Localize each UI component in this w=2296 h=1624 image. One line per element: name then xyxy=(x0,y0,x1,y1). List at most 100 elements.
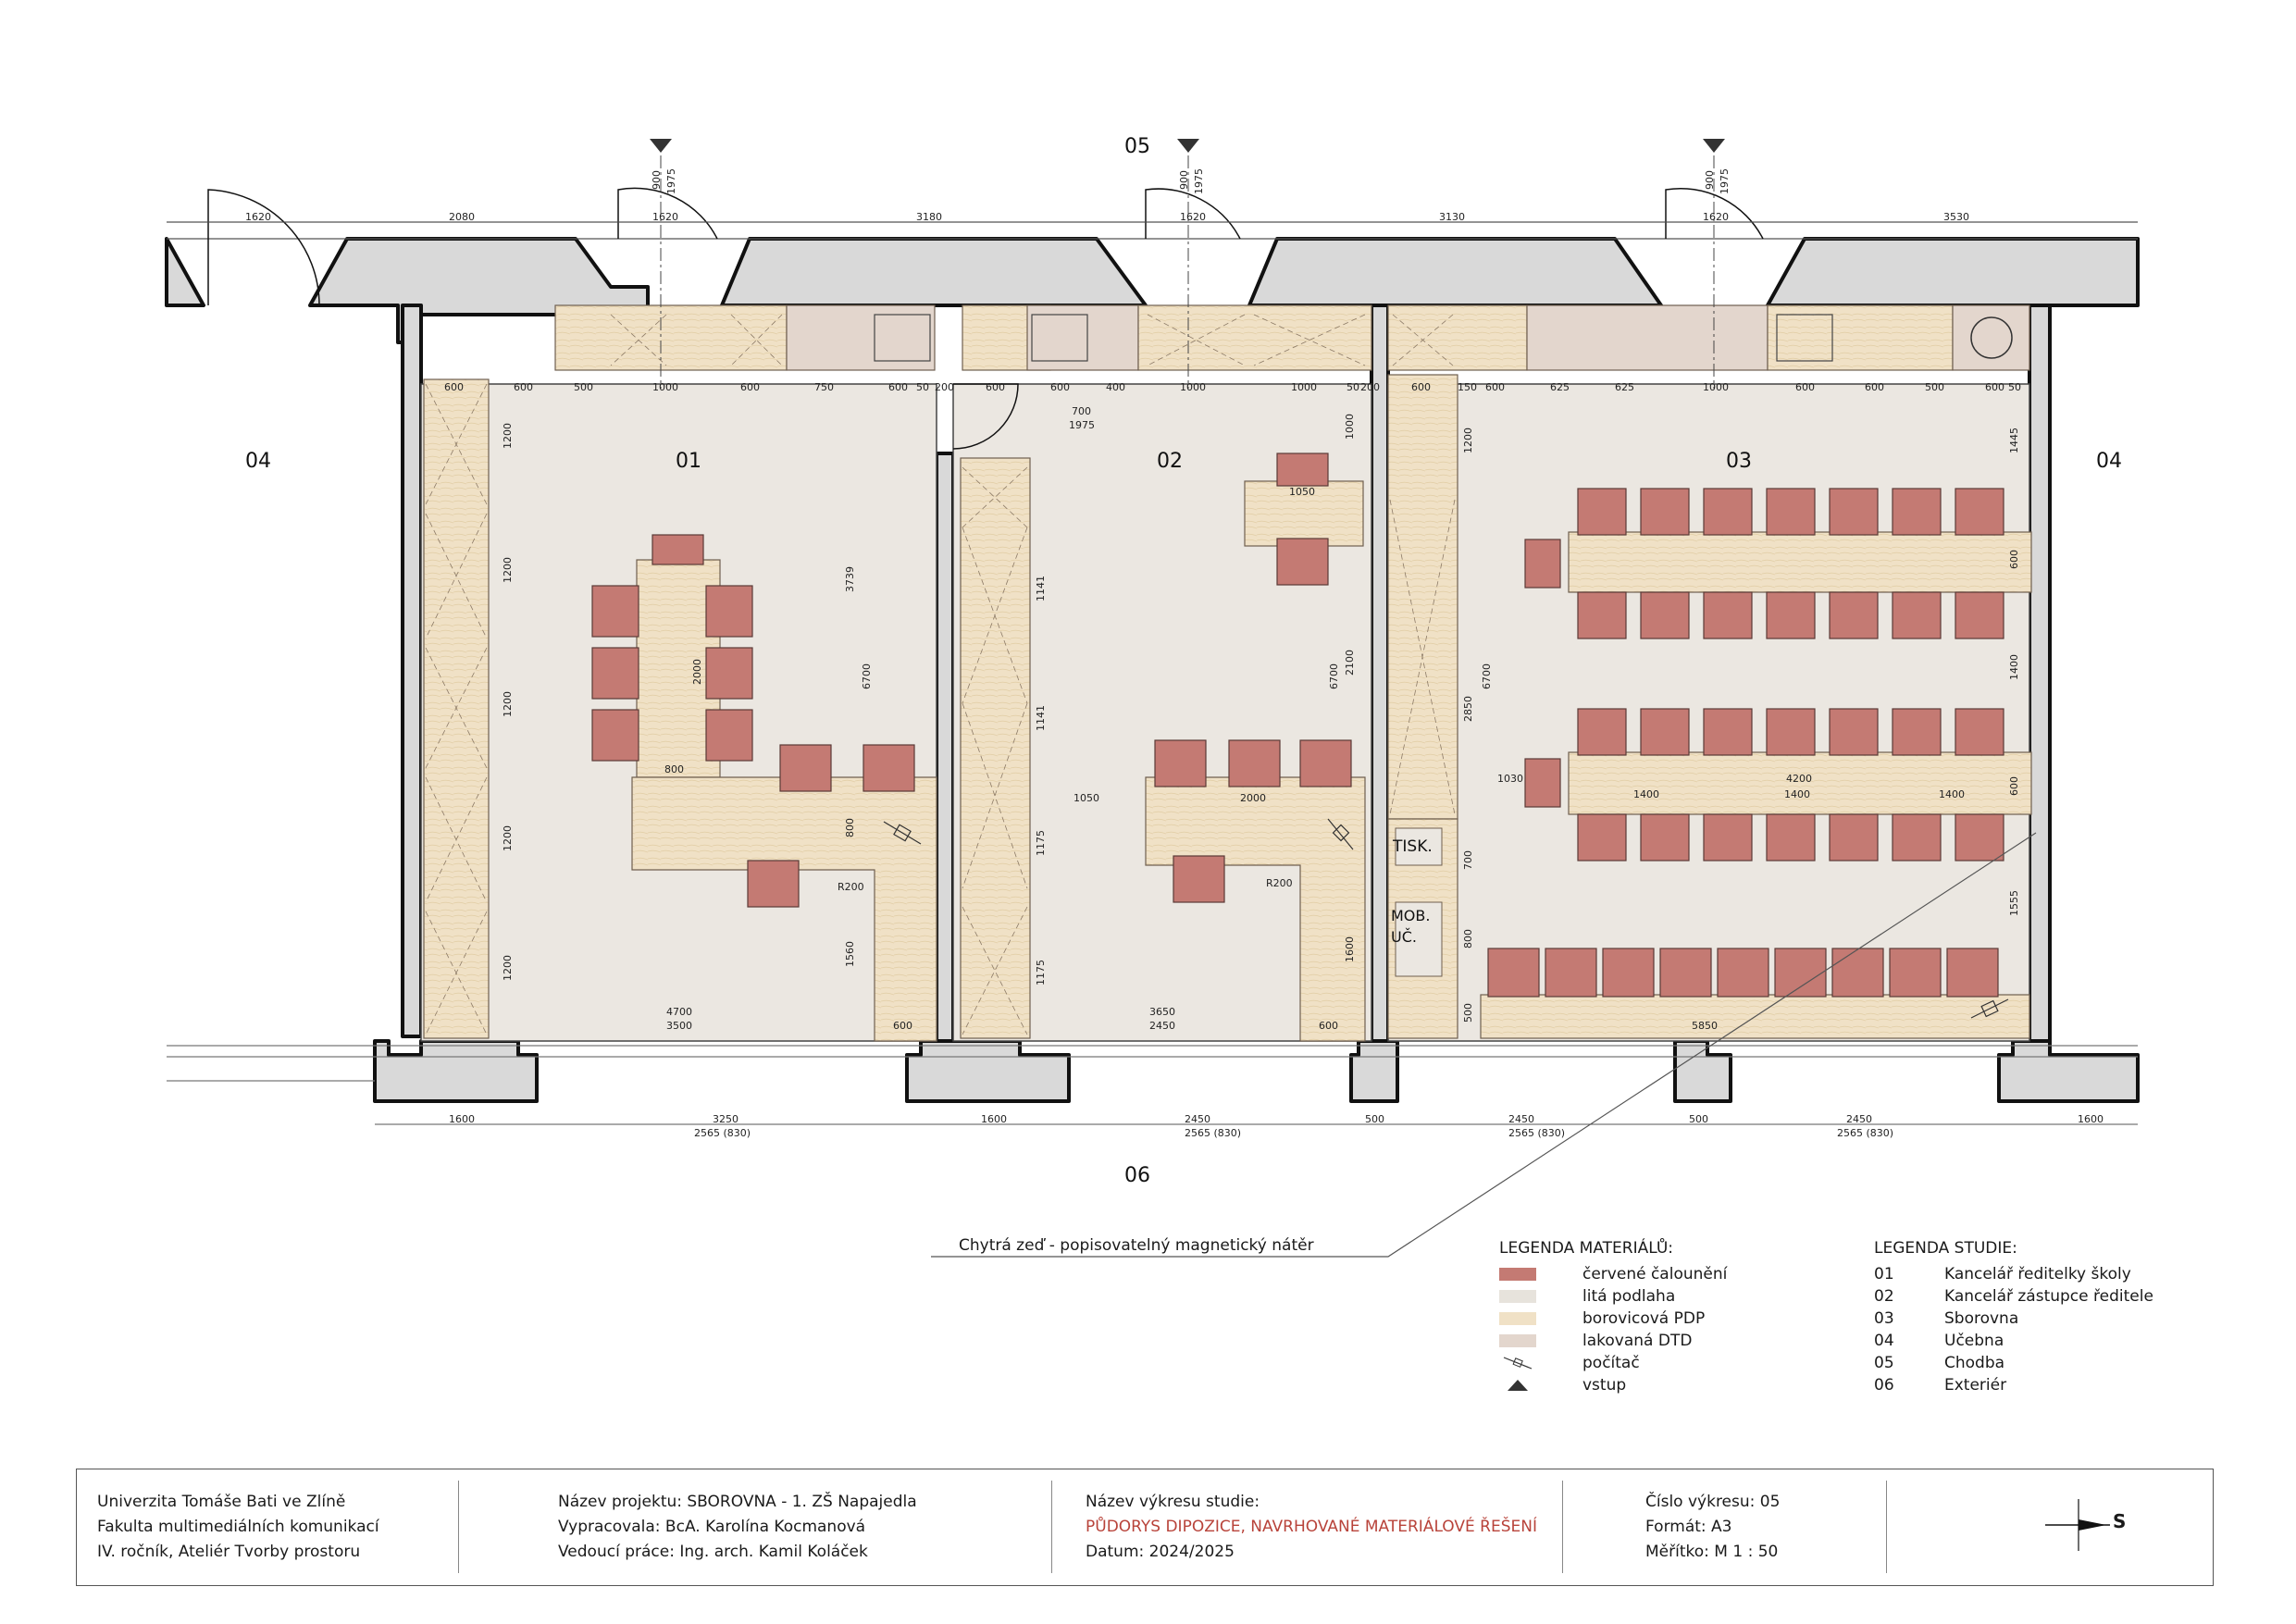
cab-dim: 200 xyxy=(935,381,954,393)
room-02-dim: 1175 xyxy=(1035,960,1047,986)
room-01-dim: 6700 xyxy=(861,663,873,689)
room-03-dim: 4200 xyxy=(1786,773,1812,785)
school-info: Univerzita Tomáše Bati ve Zlíně Fakulta … xyxy=(97,1493,379,1561)
legend-label: borovicová PDP xyxy=(1582,1309,1706,1328)
chair xyxy=(1955,708,2004,756)
room-label-03: 03 xyxy=(1726,450,1752,473)
cab-dim: 1000 xyxy=(652,381,678,393)
chair xyxy=(1955,488,2004,536)
room-02-dim: R200 xyxy=(1266,877,1293,889)
entry-triangle-icon xyxy=(1499,1379,1536,1392)
bottom-dim: 1600 xyxy=(2078,1113,2104,1125)
chair xyxy=(1766,488,1816,536)
room-label-05: 05 xyxy=(1124,135,1150,158)
top-dim: 3130 xyxy=(1439,211,1465,223)
room-03-dim: 1555 xyxy=(2008,890,2020,916)
room-label-06: 06 xyxy=(1124,1164,1150,1187)
bottom-dim: 2450 xyxy=(1846,1113,1872,1125)
room-03-dim: 1445 xyxy=(2008,428,2020,453)
ventilator-icon xyxy=(1970,316,2013,359)
chair xyxy=(1829,591,1879,639)
room-02-dim: 1141 xyxy=(1035,576,1047,601)
room-02-dim: 1050 xyxy=(1289,486,1315,498)
chair xyxy=(1774,948,1827,998)
floor-plan: 04 01 02 03 04 05 06 TISK. MOB. UČ. 1620… xyxy=(165,135,2140,1258)
smart-wall-callout: Chytrá zeď - popisovatelný magnetický ná… xyxy=(959,1236,1314,1255)
room-01-dim: 800 xyxy=(664,763,684,775)
chair xyxy=(1577,591,1627,639)
legend-item-floor: litá podlaha xyxy=(1499,1285,1727,1308)
cab-dim: 600 xyxy=(986,381,1005,393)
top-dim: 1620 xyxy=(1703,211,1729,223)
room-01-dim: 2000 xyxy=(691,659,703,685)
top-dim: 3530 xyxy=(1943,211,1969,223)
room-02-dim: 1050 xyxy=(1074,792,1099,804)
chair xyxy=(1577,708,1627,756)
cab-dim: 50 xyxy=(2008,381,2021,393)
sheet-info: Číslo výkresu: 05 Formát: A3 Měřítko: M … xyxy=(1645,1493,1781,1561)
cab-dim: 600 xyxy=(444,381,464,393)
room-03-dim: 6700 xyxy=(1481,663,1493,689)
bottom-dim-sub: 2565 (830) xyxy=(694,1127,751,1139)
door-dim: 1975 xyxy=(1719,168,1731,194)
callout-leader xyxy=(931,832,2037,1258)
room-03-dim: 600 xyxy=(2008,550,2020,569)
room-02-dim: 6700 xyxy=(1328,663,1340,689)
chair xyxy=(1703,488,1753,536)
room-03-furniture xyxy=(1387,531,2032,1039)
legend-item-dtd: lakovaná DTD xyxy=(1499,1330,1727,1352)
legend-item-pine: borovicová PDP xyxy=(1499,1308,1727,1330)
room-label-04-left: 04 xyxy=(245,450,271,473)
room-03-dim: 1030 xyxy=(1497,773,1523,785)
wardrobe-cross xyxy=(425,383,1456,1035)
room-02-dim: 1000 xyxy=(1344,414,1356,440)
top-dim: 1620 xyxy=(652,211,678,223)
chair xyxy=(1892,708,1942,756)
wardrobes xyxy=(423,374,1458,1039)
room-03-dim: 600 xyxy=(2008,776,2020,796)
room-01-dim: 1200 xyxy=(502,955,514,981)
room-01-dim: 4700 xyxy=(666,1006,692,1018)
cab-dim: 625 xyxy=(1615,381,1634,393)
cab-dim: 600 xyxy=(1485,381,1505,393)
chair xyxy=(1829,708,1879,756)
room-02-chairs xyxy=(1154,452,1352,903)
room-03-dim: 1400 xyxy=(1939,788,1965,800)
room-03-dim: 1200 xyxy=(1462,428,1474,453)
room-02-dim: 600 xyxy=(1319,1020,1338,1032)
room-01-dim: 800 xyxy=(844,818,856,837)
pc-icon xyxy=(1499,1356,1536,1370)
room-03-dim: 1400 xyxy=(1784,788,1810,800)
cab-dim: 600 xyxy=(1985,381,2004,393)
room-02-dim: 1175 xyxy=(1035,830,1047,856)
chair xyxy=(1955,591,2004,639)
room-01-dim: 3500 xyxy=(666,1020,692,1032)
room-01-dim: 1200 xyxy=(502,691,514,717)
cab-dim: 50 xyxy=(916,381,929,393)
cab-dim: 500 xyxy=(1925,381,1944,393)
chair xyxy=(1524,539,1561,589)
chair xyxy=(1659,948,1712,998)
top-dim: 1620 xyxy=(1180,211,1206,223)
top-dim: 1620 xyxy=(245,211,271,223)
chair xyxy=(1766,813,1816,862)
room-01-dim: 1200 xyxy=(502,825,514,851)
room-02-dim: 1600 xyxy=(1344,936,1356,962)
legend-item-pc: počítač xyxy=(1499,1352,1727,1374)
chair xyxy=(1766,591,1816,639)
top-dim: 3180 xyxy=(916,211,942,223)
cab-dim: 750 xyxy=(814,381,834,393)
legend-label: počítač xyxy=(1582,1354,1640,1372)
cab-dim: 400 xyxy=(1106,381,1125,393)
chair xyxy=(1889,948,1942,998)
facade-lines xyxy=(167,1045,2138,1082)
bottom-dim: 500 xyxy=(1689,1113,1708,1125)
door-dim: 900 xyxy=(1704,170,1716,190)
swatch-pine xyxy=(1499,1312,1536,1325)
pc-icon xyxy=(883,818,2009,1019)
